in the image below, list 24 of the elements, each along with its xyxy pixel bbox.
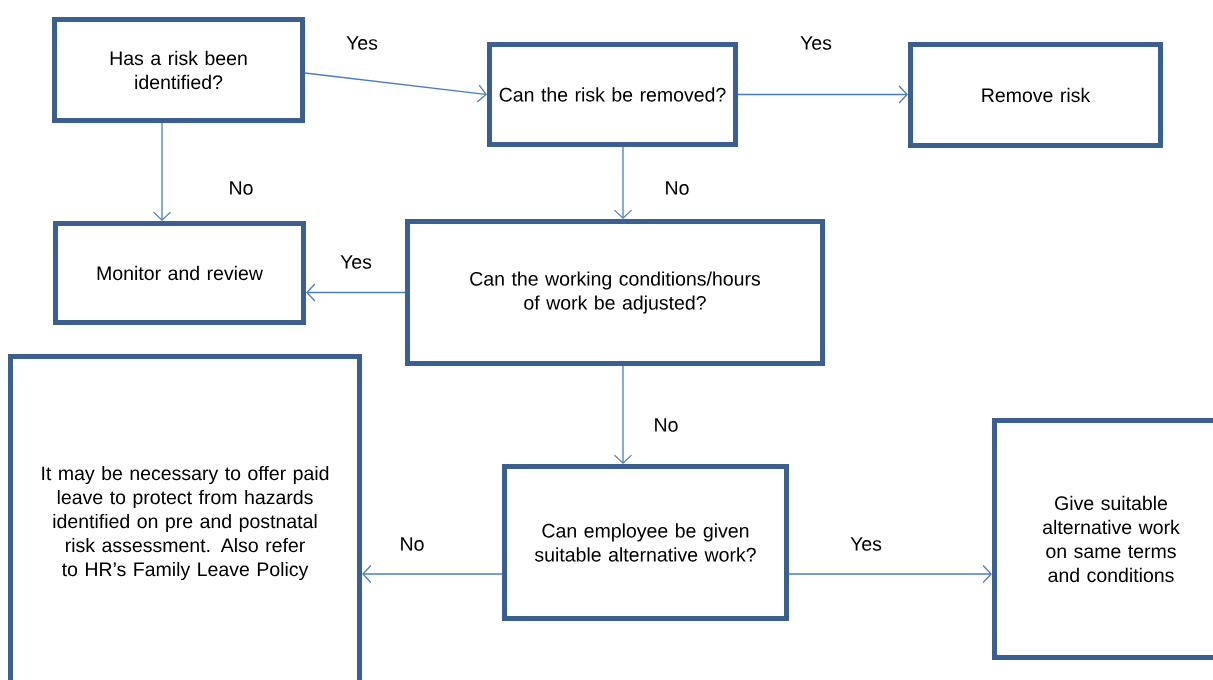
process-box: Can the working conditions/hours of work be adjusted? bbox=[405, 219, 825, 366]
process-box: Monitor and review bbox=[53, 221, 306, 325]
arrow bbox=[306, 283, 406, 302]
edge-label: No bbox=[230, 181, 253, 195]
edge-label: Yes bbox=[800, 36, 832, 50]
process-box: Has a risk been identified? bbox=[52, 17, 305, 123]
arrow bbox=[613, 365, 633, 464]
arrow bbox=[362, 564, 503, 584]
process-box: Give suitable alternative work on same terms and conditions bbox=[992, 418, 1213, 660]
arrow bbox=[737, 85, 908, 104]
arrow bbox=[304, 72, 487, 103]
arrow bbox=[613, 146, 633, 219]
edge-label: Yes bbox=[340, 255, 372, 269]
edge-label: No bbox=[655, 418, 678, 432]
edge-label: Yes bbox=[346, 36, 378, 50]
edge-label: No bbox=[666, 181, 689, 195]
arrow bbox=[152, 122, 172, 221]
process-box: It may be necessary to offer paid leave to protect from hazards identified on pre and postnatal risk assessment. Also refer to HR’s Family Leave Policy bbox=[8, 354, 362, 680]
process-box: Remove risk bbox=[908, 42, 1163, 148]
edge-label: No bbox=[401, 537, 424, 551]
edge-label: Yes bbox=[850, 537, 882, 551]
process-box: Can employee be given suitable alternative work? bbox=[502, 464, 789, 621]
arrow bbox=[788, 564, 992, 584]
process-box: Can the risk be removed? bbox=[487, 42, 738, 147]
